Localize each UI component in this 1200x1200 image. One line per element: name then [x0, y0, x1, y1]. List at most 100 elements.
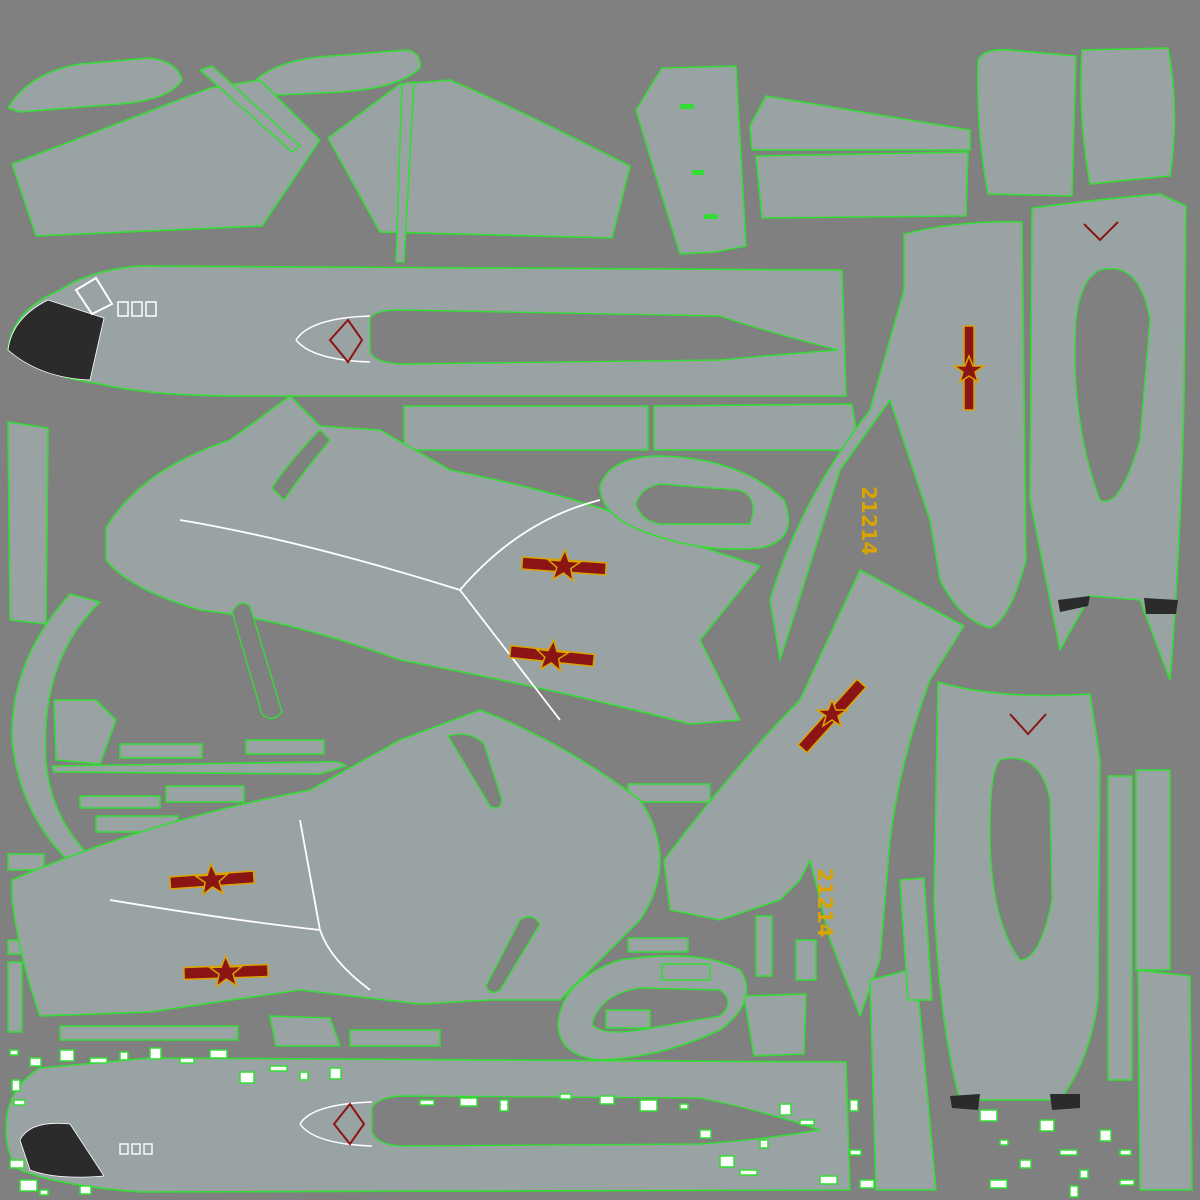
uv-fragment: [1119, 1149, 1132, 1156]
uv-strip-long-a: [403, 405, 649, 451]
uv-wing2-hole-b: [485, 916, 541, 993]
uv-cabin-window: [145, 301, 157, 317]
uv-fragment: [79, 1185, 92, 1195]
uv-shell-small-bracket: [53, 699, 117, 765]
uv-small-piece: [245, 739, 325, 755]
uv-shell-nacelle-a: [976, 48, 1077, 197]
uv-shell-vertical-fin-upper: [769, 220, 1027, 661]
uv-fragment: [1059, 1149, 1078, 1156]
uv-wing1-hole-b: [231, 602, 283, 720]
uv-fragment: [859, 1179, 875, 1189]
uv-fragment: [149, 1047, 162, 1060]
uv-strip-vertical-mid: [869, 967, 937, 1191]
uv-fragment: [209, 1049, 228, 1059]
uv-shell-nacelle-b: [1080, 47, 1176, 185]
uv-fragment: [599, 1095, 615, 1105]
uv-fragment: [9, 1159, 25, 1169]
uv-fragment: [13, 1099, 26, 1106]
uv-fragment: [719, 1155, 735, 1168]
uv-scatter-fragments: [9, 1047, 1135, 1198]
uv-fragment: [759, 1139, 769, 1149]
uv-marker-red: [1009, 713, 1047, 736]
uv-fragment: [979, 1109, 998, 1122]
uv-fragment: [639, 1099, 658, 1112]
uv-fragment: [419, 1099, 435, 1106]
uv-cabin-window: [131, 1143, 141, 1155]
uv-mark: [692, 170, 704, 175]
uv-marker-red: [328, 318, 364, 364]
uv-strip-stabilizer-left: [199, 65, 301, 153]
uv-shell-horizontal-stabilizer-left: [11, 79, 321, 237]
uv-cockpit-nose: [19, 1122, 105, 1178]
tail-number-lower: 21214: [813, 868, 837, 938]
uv-fragment: [799, 1119, 815, 1126]
uv-small-piece: [7, 853, 45, 871]
uv-fragment: [239, 1071, 255, 1084]
uv-strip-vertical-right: [1135, 769, 1171, 971]
uv-small-piece: [605, 1009, 651, 1029]
insignia-star: [951, 353, 987, 384]
uv-shell-flap-lower: [755, 151, 969, 219]
uv-fragment: [679, 1103, 689, 1110]
uv-fragment: [179, 1057, 195, 1064]
uv-shell-nose-cap-left: [7, 57, 183, 113]
insignia-star: [814, 697, 850, 728]
uv-fragment: [559, 1093, 572, 1100]
uv-fragment: [849, 1149, 862, 1156]
uv-small-piece: [79, 795, 161, 809]
uv-mark: [704, 214, 718, 219]
uv-fragment: [849, 1099, 859, 1112]
uv-shell-main-wing-upper: [105, 395, 761, 725]
uv-cowl-dark-band: [1144, 598, 1178, 614]
uv-strip-vertical-left: [7, 421, 49, 625]
uv-small-piece: [7, 961, 23, 1033]
uv-mark: [680, 104, 694, 109]
uv-antenna-outline: [299, 1101, 373, 1147]
uv-fragment: [89, 1057, 108, 1064]
uv-cabin-window: [119, 1143, 129, 1155]
uv-cowl-hole: [1074, 268, 1151, 502]
uv-shell-fin-root: [635, 65, 747, 255]
uv-fuselage-cutout: [369, 309, 839, 365]
uv-strip-vertical-right: [1137, 969, 1193, 1191]
uv-fragment: [1099, 1129, 1112, 1142]
uv-marker-red: [1083, 221, 1119, 242]
uv-fragment: [779, 1103, 792, 1116]
uv-small-piece: [743, 993, 807, 1057]
uv-fragment: [39, 1189, 49, 1196]
uv-fragment: [9, 1049, 19, 1056]
uv-small-piece: [59, 1025, 239, 1041]
uv-shell-vertical-fin-lower: [663, 569, 965, 1017]
uv-strip-long-b: [653, 403, 857, 451]
uv-fragment: [29, 1057, 42, 1067]
uv-fragment: [819, 1175, 838, 1185]
uv-small-piece: [119, 743, 203, 759]
uv-cowl-dark-band: [1050, 1094, 1080, 1110]
uv-cockpit-nose: [7, 299, 105, 381]
uv-fragment: [1079, 1169, 1089, 1179]
uv-fragment: [499, 1099, 509, 1112]
uv-fragment: [269, 1065, 288, 1072]
uv-fragment: [119, 1051, 129, 1061]
uv-fragment: [329, 1067, 342, 1080]
uv-strip-thin: [51, 760, 347, 775]
uv-fragment: [999, 1139, 1009, 1146]
uv-fragment: [1119, 1179, 1135, 1186]
uv-fragment: [459, 1097, 478, 1107]
uv-cabin-window: [117, 301, 129, 317]
uv-wing2-hole-a: [446, 733, 503, 809]
uv-shell-flap-upper: [749, 95, 971, 151]
uv-engine-ring-hole: [635, 483, 754, 525]
uv-small-piece: [349, 1029, 441, 1047]
uv-marker-red: [332, 1102, 366, 1146]
uv-wing1-seam: [179, 499, 601, 721]
uv-antenna-outline: [295, 315, 371, 363]
uv-strip-stabilizer-right: [395, 81, 415, 263]
uv-small-piece: [165, 785, 245, 803]
uv-small-piece: [755, 915, 773, 977]
uv-strip-vertical-right: [1107, 775, 1133, 1081]
uv-wing2-seam: [109, 819, 371, 991]
uv-small-piece: [269, 1015, 341, 1047]
uv-cowl-dark-band: [1058, 596, 1090, 612]
